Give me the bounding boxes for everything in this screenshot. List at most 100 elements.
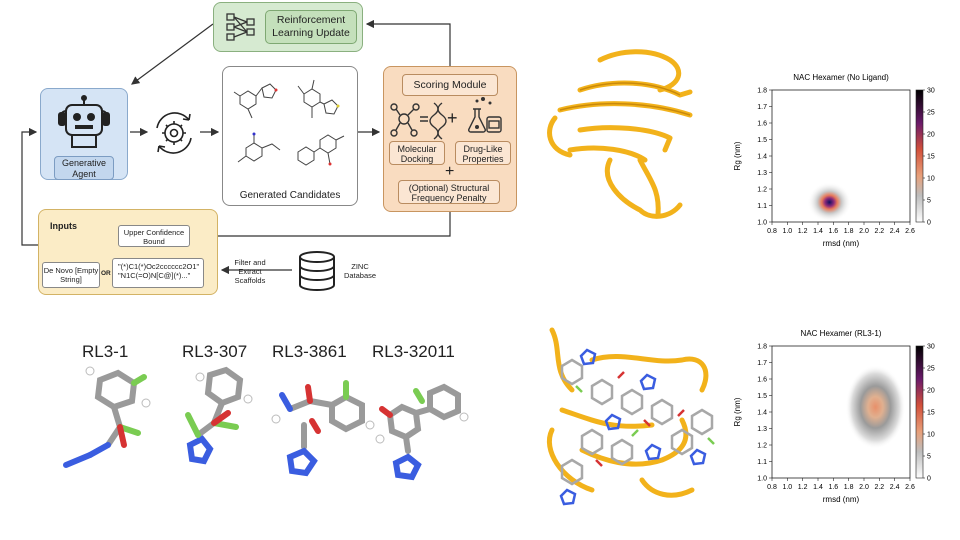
x-tick-label: 1.2	[798, 228, 808, 235]
x-axis-label: rmsd (nm)	[823, 495, 860, 504]
colorbar-tick-label: 25	[927, 366, 935, 373]
rl-update-label: Reinforcement Learning Update	[265, 10, 357, 44]
scoring-module-title: Scoring Module	[402, 74, 498, 96]
zinc-label: ZINC Database	[343, 262, 377, 280]
x-tick-label: 2.2	[874, 228, 884, 235]
colorbar-tick-label: 20	[927, 388, 935, 395]
docking-icon	[390, 102, 447, 140]
smiles-2: "N1C(=O)N[C@](*)..."	[118, 271, 191, 280]
y-tick-label: 1.2	[757, 187, 767, 194]
y-tick-label: 1.7	[757, 360, 767, 367]
x-tick-label: 1.4	[813, 484, 823, 491]
denovo-label: De Novo [Empty String]	[42, 262, 100, 288]
colorbar-tick-label: 0	[927, 476, 931, 483]
chart-title: NAC Hexamer (No Ligand)	[793, 73, 889, 82]
y-axis-label: Rg (nm)	[733, 141, 742, 170]
x-tick-label: 0.8	[767, 228, 777, 235]
y-tick-label: 1.8	[757, 88, 767, 95]
y-axis-label: Rg (nm)	[733, 397, 742, 426]
x-tick-label: 1.0	[782, 228, 792, 235]
scaffold-smiles: "(*)C1(*)Oc2cccccc2O1" "N1C(=O)N[C@](*).…	[112, 258, 204, 288]
colorbar-tick-label: 10	[927, 176, 935, 183]
x-tick-label: 1.8	[844, 228, 854, 235]
colorbar-tick-label: 15	[927, 410, 935, 417]
colorbar-tick-label: 30	[927, 88, 935, 95]
molecule-label-4: RL3-32011	[372, 342, 455, 361]
protein-ligand-complex	[546, 327, 715, 506]
molecule-label-3: RL3-3861	[272, 342, 347, 361]
smiles-1: "(*)C1(*)Oc2cccccc2O1"	[118, 262, 200, 271]
x-tick-label: 2.6	[905, 228, 915, 235]
y-tick-label: 1.2	[757, 443, 767, 450]
y-tick-label: 1.4	[757, 410, 767, 417]
colorbar-tick-label: 15	[927, 154, 935, 161]
x-tick-label: 2.2	[874, 484, 884, 491]
chart-title: NAC Hexamer (RL3-1)	[801, 329, 882, 338]
candidates-box	[222, 66, 358, 206]
plus-sign: +	[447, 108, 458, 128]
y-tick-label: 1.6	[757, 377, 767, 384]
y-tick-label: 1.4	[757, 154, 767, 161]
colorbar-tick-label: 25	[927, 110, 935, 117]
robot-icon	[58, 95, 110, 148]
colorbar-tick-label: 5	[927, 198, 931, 205]
y-tick-label: 1.0	[757, 220, 767, 227]
ucb-label: Upper Confidence Bound	[118, 225, 190, 247]
x-tick-label: 2.4	[890, 484, 900, 491]
y-tick-label: 1.6	[757, 121, 767, 128]
protein-structure-top	[547, 49, 693, 219]
x-tick-label: 2.0	[859, 228, 869, 235]
or-label: OR	[101, 270, 111, 277]
x-tick-label: 0.8	[767, 484, 777, 491]
y-tick-label: 1.8	[757, 344, 767, 351]
y-tick-label: 1.3	[757, 426, 767, 433]
y-tick-label: 1.0	[757, 476, 767, 483]
x-tick-label: 2.4	[890, 228, 900, 235]
colorbar	[915, 89, 924, 223]
y-tick-label: 1.3	[757, 170, 767, 177]
candidate-structures	[233, 79, 345, 166]
x-tick-label: 1.6	[828, 228, 838, 235]
molecule-label-1: RL3-1	[82, 342, 129, 361]
colorbar-tick-label: 20	[927, 132, 935, 139]
gear-cycle-icon	[156, 112, 192, 154]
x-tick-label: 2.6	[905, 484, 915, 491]
colorbar-tick-label: 5	[927, 454, 931, 461]
x-axis-label: rmsd (nm)	[823, 239, 860, 248]
y-tick-label: 1.1	[757, 203, 767, 210]
plus-sign-2: +	[445, 163, 455, 180]
database-icon	[299, 251, 335, 291]
x-tick-label: 1.4	[813, 228, 823, 235]
druglike-label: Drug-Like Properties	[455, 141, 511, 165]
x-tick-label: 1.0	[782, 484, 792, 491]
colorbar-tick-label: 0	[927, 220, 931, 227]
inputs-title: Inputs	[50, 221, 77, 231]
y-tick-label: 1.5	[757, 137, 767, 144]
density-peak	[807, 182, 852, 223]
x-tick-label: 1.8	[844, 484, 854, 491]
network-icon	[226, 13, 255, 41]
density-peak	[845, 365, 906, 450]
candidates-label: Generated Candidates	[239, 190, 341, 201]
y-tick-label: 1.5	[757, 393, 767, 400]
flask-pill-icon	[468, 97, 502, 133]
colorbar	[915, 345, 924, 479]
filter-label: Filter and Extract Scaffolds	[234, 258, 266, 285]
x-tick-label: 1.6	[828, 484, 838, 491]
molecule-label-2: RL3-307	[182, 342, 248, 361]
molecule-renderings	[63, 366, 469, 481]
docking-label: Molecular Docking	[389, 141, 445, 165]
colorbar-tick-label: 10	[927, 432, 935, 439]
penalty-label: (Optional) Structural Frequency Penalty	[398, 180, 500, 204]
colorbar-tick-label: 30	[927, 344, 935, 351]
x-tick-label: 1.2	[798, 484, 808, 491]
x-tick-label: 2.0	[859, 484, 869, 491]
y-tick-label: 1.1	[757, 459, 767, 466]
generative-agent-label: Generative Agent	[54, 156, 114, 180]
y-tick-label: 1.7	[757, 104, 767, 111]
